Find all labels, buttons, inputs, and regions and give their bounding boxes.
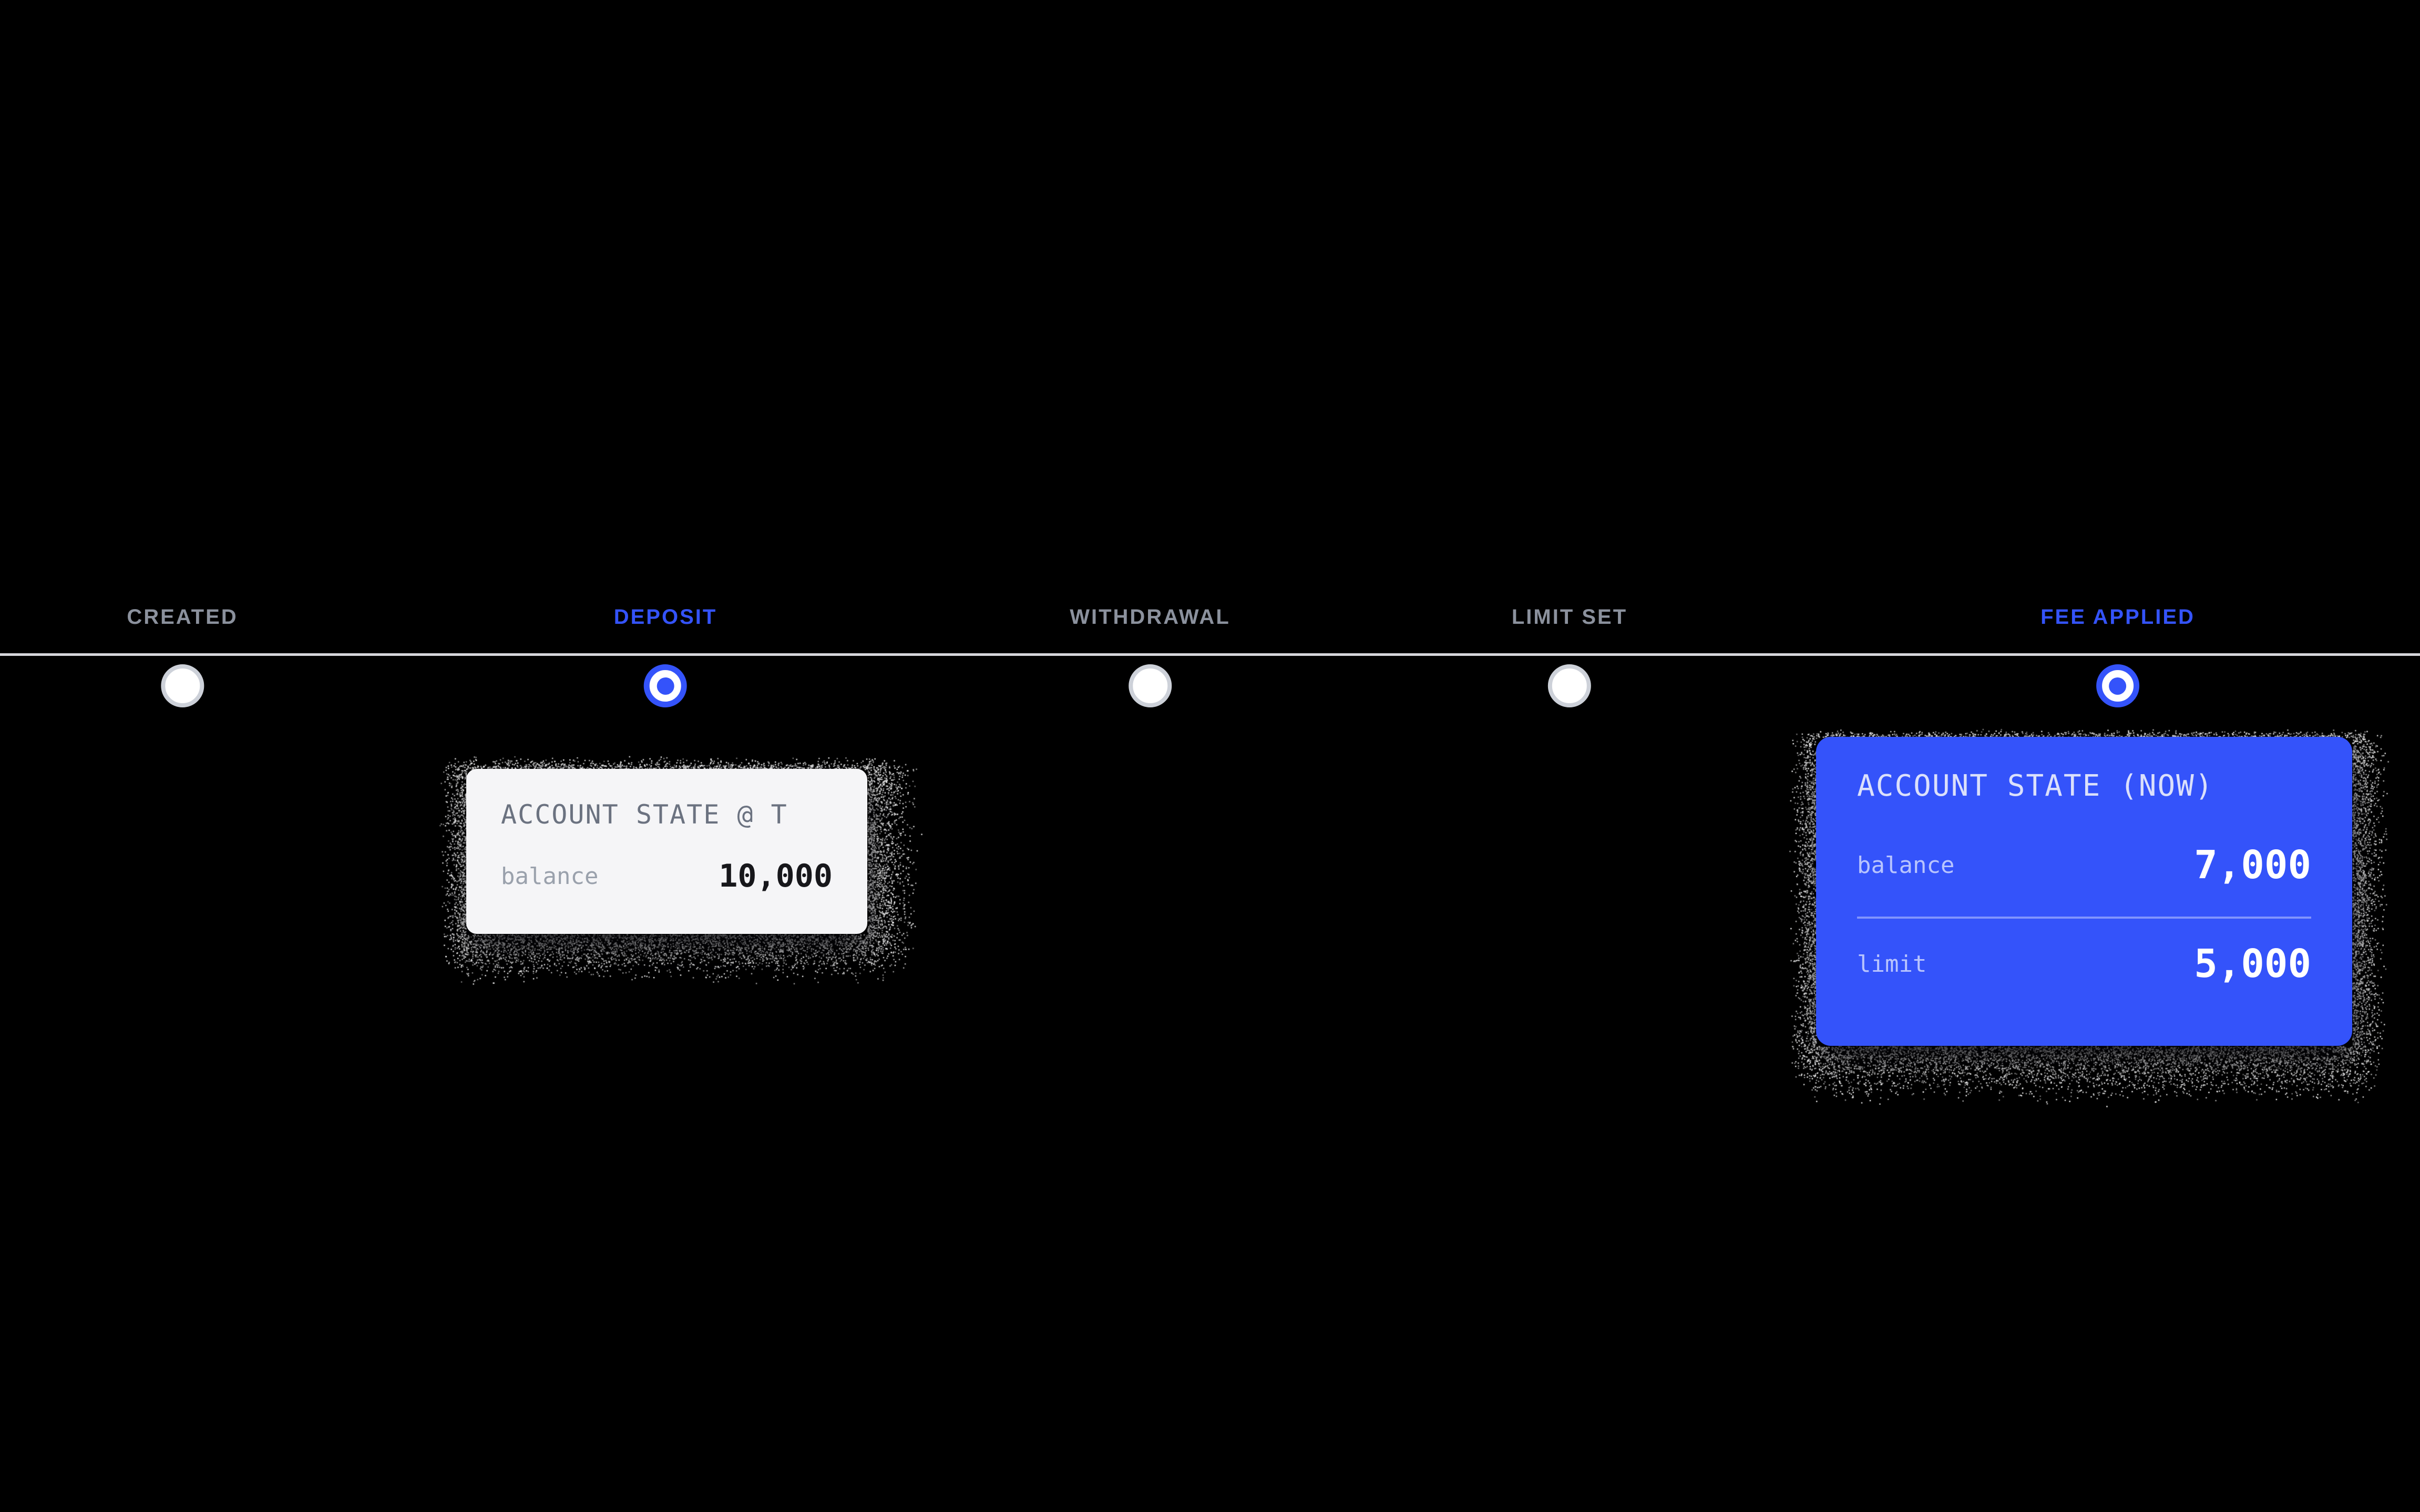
card-divider <box>1857 917 2311 919</box>
now-balance-label: balance <box>1857 852 1954 879</box>
now-limit-label: limit <box>1857 951 1926 978</box>
event-node-withdrawal[interactable] <box>1129 664 1172 707</box>
deposit-card-title: ACCOUNT STATE @ T <box>501 800 833 829</box>
event-label-withdrawal: WITHDRAWAL <box>1070 604 1230 630</box>
timeline-event-limit-set: LIMIT SET <box>1512 604 1627 707</box>
event-label-limit-set: LIMIT SET <box>1512 604 1627 630</box>
event-node-deposit[interactable] <box>644 664 687 707</box>
now-balance-row: balance 7,000 <box>1857 839 2311 891</box>
event-label-deposit: DEPOSIT <box>614 604 717 630</box>
event-node-limit-set[interactable] <box>1548 664 1591 707</box>
event-label-created: CREATED <box>127 604 238 630</box>
now-balance-value: 7,000 <box>2194 842 2311 888</box>
timeline-event-created: CREATED <box>127 604 238 707</box>
now-card-title: ACCOUNT STATE (NOW) <box>1857 770 2311 802</box>
event-node-created[interactable] <box>161 664 204 707</box>
timeline-event-fee-applied: FEE APPLIED <box>2040 604 2195 707</box>
now-limit-row: limit 5,000 <box>1857 938 2311 990</box>
now-limit-value: 5,000 <box>2194 941 2311 986</box>
event-label-fee-applied: FEE APPLIED <box>2040 604 2195 630</box>
account-state-card-now: ACCOUNT STATE (NOW) balance 7,000 limit … <box>1816 737 2352 1046</box>
deposit-balance-label: balance <box>501 863 598 890</box>
timeline-event-withdrawal: WITHDRAWAL <box>1070 604 1230 707</box>
timeline-event-deposit: DEPOSIT <box>614 604 717 707</box>
account-state-card-deposit: ACCOUNT STATE @ T balance 10,000 <box>466 769 867 934</box>
deposit-balance-row: balance 10,000 <box>501 852 833 900</box>
event-node-fee-applied[interactable] <box>2096 664 2139 707</box>
deposit-balance-value: 10,000 <box>719 858 833 894</box>
